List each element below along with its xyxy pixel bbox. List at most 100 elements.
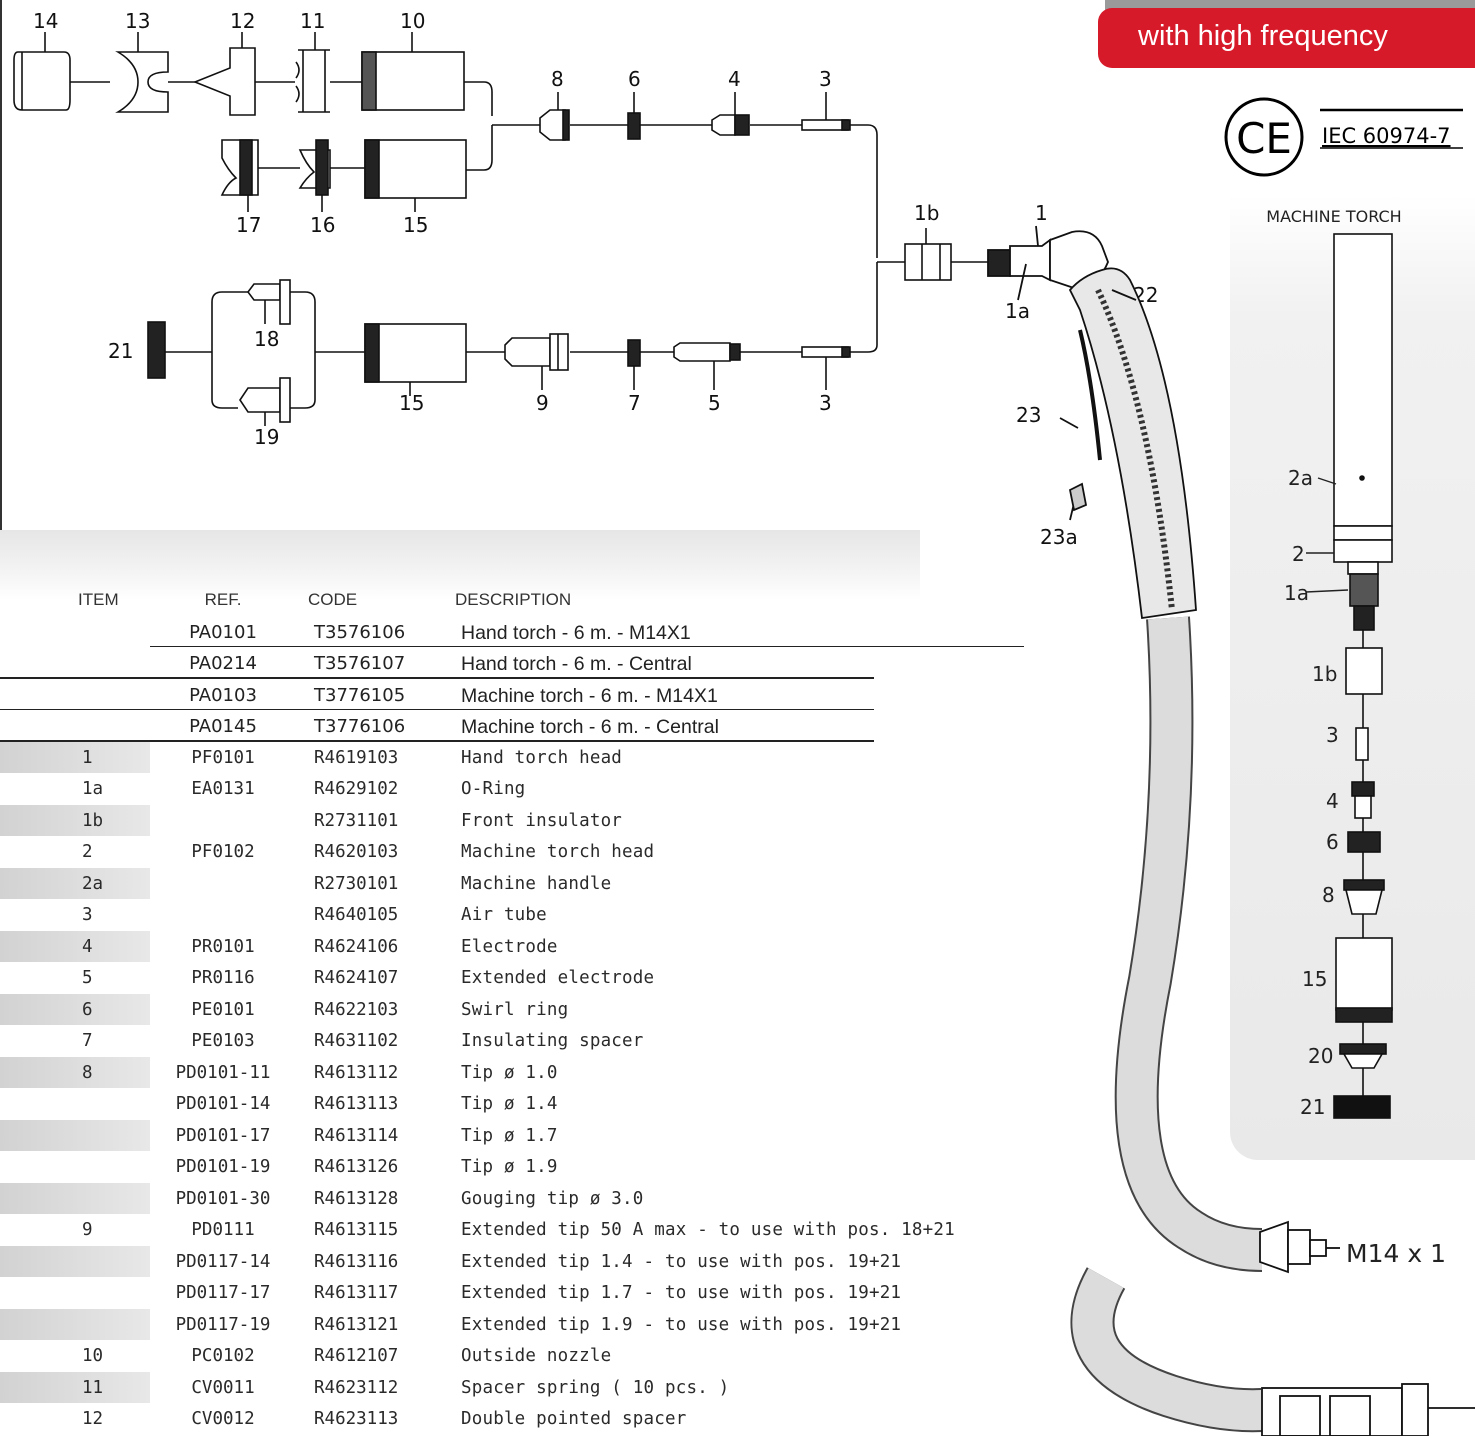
part-code: R4623113 bbox=[314, 1409, 399, 1429]
part-code: R4619103 bbox=[314, 747, 399, 768]
connector-label-m14: M14 x 1 bbox=[1346, 1239, 1446, 1268]
svg-text:1b: 1b bbox=[914, 201, 939, 225]
svg-text:3: 3 bbox=[819, 67, 832, 91]
kit-row-divider bbox=[0, 677, 874, 679]
svg-text:2: 2 bbox=[1292, 542, 1305, 566]
svg-text:14: 14 bbox=[33, 9, 58, 33]
svg-text:6: 6 bbox=[628, 67, 641, 91]
part-item: 1a bbox=[82, 779, 104, 799]
table-background bbox=[0, 530, 920, 1436]
part-description: Tip ø 1.4 bbox=[461, 1094, 558, 1114]
svg-text:1a: 1a bbox=[1005, 299, 1030, 323]
svg-text:1b: 1b bbox=[1312, 662, 1337, 686]
kit-row-divider bbox=[0, 740, 874, 742]
row-item-shade bbox=[0, 867, 150, 899]
part-description: Hand torch head bbox=[461, 747, 623, 768]
svg-text:3: 3 bbox=[1326, 723, 1339, 747]
part-description: Extended tip 1.9 - to use with pos. 19+2… bbox=[461, 1314, 902, 1335]
svg-text:15: 15 bbox=[1302, 967, 1327, 991]
part-code: R4640105 bbox=[314, 905, 399, 925]
part-1b-icon bbox=[904, 228, 952, 281]
part-code: R4613112 bbox=[314, 1062, 399, 1083]
part-14-icon bbox=[13, 32, 71, 111]
svg-text:15: 15 bbox=[403, 213, 428, 237]
part-ref: PE0103 bbox=[191, 1031, 255, 1051]
svg-text:21: 21 bbox=[1300, 1095, 1325, 1119]
svg-text:7: 7 bbox=[628, 391, 641, 415]
part-ref: EA0131 bbox=[191, 779, 255, 799]
part-description: Outside nozzle bbox=[461, 1346, 612, 1366]
part-3-top-icon bbox=[801, 92, 851, 131]
kit-code: T3776105 bbox=[314, 684, 406, 706]
part-description: Air tube bbox=[461, 905, 547, 925]
part-ref: PD0101-14 bbox=[175, 1094, 271, 1114]
part-description: Tip ø 1.7 bbox=[461, 1125, 558, 1146]
part-description: Swirl ring bbox=[461, 999, 569, 1020]
svg-text:1: 1 bbox=[1035, 201, 1048, 225]
part-description: Spacer spring ( 10 pcs. ) bbox=[461, 1377, 730, 1398]
part-description: Double pointed spacer bbox=[461, 1409, 687, 1429]
part-code: R4613114 bbox=[314, 1125, 399, 1146]
svg-text:8: 8 bbox=[551, 67, 564, 91]
svg-text:1a: 1a bbox=[1284, 581, 1309, 605]
part-code: R4631102 bbox=[314, 1031, 399, 1051]
part-item: 2 bbox=[82, 842, 93, 862]
kit-description: Machine torch - 6 m. - M14X1 bbox=[461, 684, 718, 707]
ce-mark-icon: CE bbox=[1224, 97, 1463, 177]
part-9-icon bbox=[504, 333, 569, 390]
header-strip bbox=[1105, 0, 1475, 10]
header-ref: REF. bbox=[204, 590, 242, 609]
svg-text:3: 3 bbox=[819, 391, 832, 415]
svg-text:21: 21 bbox=[108, 339, 133, 363]
svg-text:CE: CE bbox=[1236, 114, 1292, 163]
svg-text:15: 15 bbox=[399, 391, 424, 415]
part-code: R4624107 bbox=[314, 968, 399, 988]
header-item: ITEM bbox=[78, 590, 119, 609]
part-code: R4629102 bbox=[314, 779, 399, 799]
part-item: 6 bbox=[82, 999, 93, 1020]
part-7-icon bbox=[627, 339, 641, 390]
part-item: 1 bbox=[82, 747, 93, 768]
kit-description: Hand torch - 6 m. - Central bbox=[461, 653, 692, 675]
kit-row-divider bbox=[150, 645, 1024, 647]
part-19-icon bbox=[239, 377, 291, 426]
svg-text:23a: 23a bbox=[1040, 525, 1078, 549]
part-code: R4613117 bbox=[314, 1283, 399, 1303]
part-code: R4613115 bbox=[314, 1220, 399, 1240]
part-description: Gouging tip ø 3.0 bbox=[461, 1188, 644, 1209]
part-description: Extended electrode bbox=[461, 968, 655, 988]
svg-text:20: 20 bbox=[1308, 1044, 1333, 1068]
kit-ref: PA0101 bbox=[189, 621, 257, 643]
part-ref: PF0101 bbox=[191, 747, 255, 768]
row-item-shade bbox=[0, 1308, 150, 1340]
part-code: R4613116 bbox=[314, 1251, 399, 1272]
svg-text:6: 6 bbox=[1326, 830, 1339, 854]
part-8-icon bbox=[539, 92, 570, 141]
row-item-shade bbox=[0, 741, 150, 773]
part-item: 2a bbox=[82, 873, 104, 894]
row-item-shade bbox=[0, 1119, 150, 1151]
part-6-icon bbox=[627, 92, 641, 140]
part-ref: PD0101-30 bbox=[175, 1188, 271, 1209]
part-code: R2730101 bbox=[314, 873, 399, 894]
table-header-row: ITEM REF. CODE DESCRIPTION bbox=[0, 584, 930, 616]
part-description: Extended tip 50 A max - to use with pos.… bbox=[461, 1220, 955, 1240]
